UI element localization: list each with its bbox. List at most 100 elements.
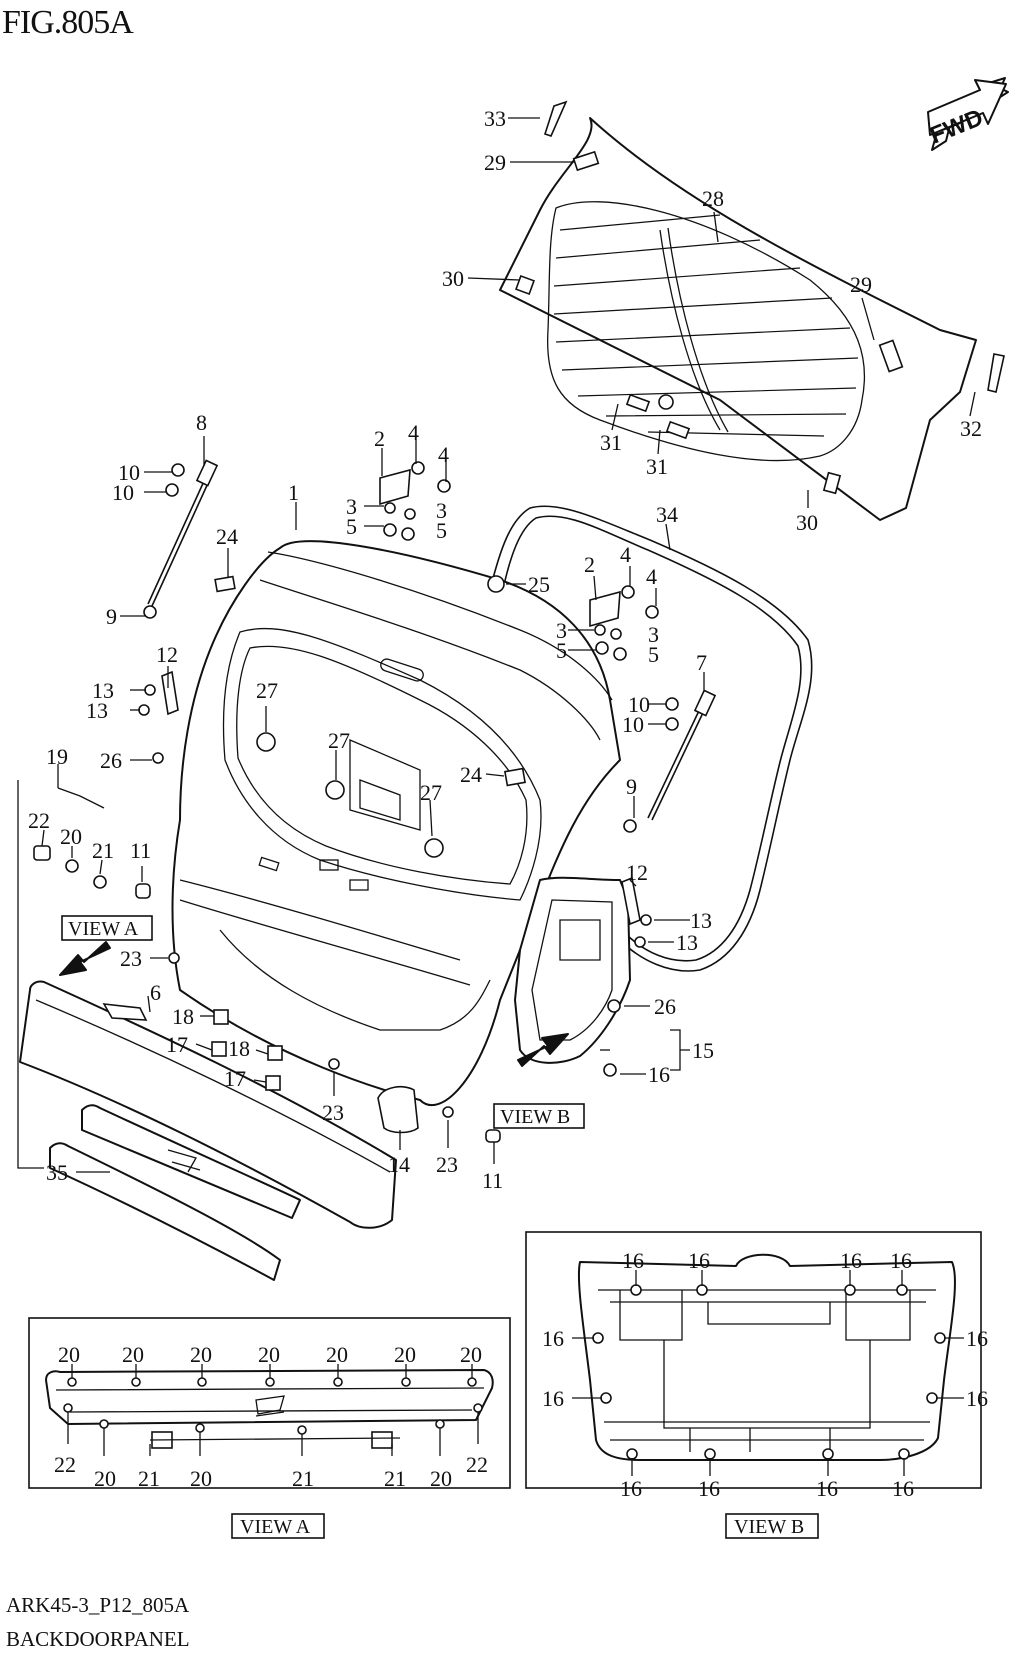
- view-b-arrow-icon: [517, 1033, 569, 1067]
- va-bot-20b: 20: [190, 1466, 212, 1491]
- callout-33: 33: [484, 106, 506, 131]
- callout-18a: 18: [172, 1004, 194, 1029]
- vb-bot-16c: 16: [816, 1476, 838, 1501]
- callout-14: 14: [388, 1152, 410, 1177]
- view-b-tag-box: [493, 1103, 585, 1129]
- vb-bot-16b: 16: [698, 1476, 720, 1501]
- view-a-inset: [28, 1317, 511, 1489]
- view-b-inset: [525, 1231, 982, 1489]
- vb-top-16b: 16: [688, 1248, 710, 1273]
- callout-13c: 13: [690, 908, 712, 933]
- view-a-tag-box: [61, 915, 153, 941]
- callout-29-right: 29: [850, 272, 872, 297]
- rear-glass-part: [499, 117, 977, 521]
- callout-17a: 17: [166, 1032, 188, 1057]
- va-top-20f: 20: [394, 1342, 416, 1367]
- callout-11a: 11: [130, 838, 151, 863]
- callout-10b: 10: [112, 480, 134, 505]
- view-a-tag: VIEW A: [68, 918, 139, 940]
- callout-9a: 9: [106, 604, 117, 629]
- callout-3b: 3: [436, 498, 447, 523]
- figure-name: BACKDOORPANEL: [6, 1627, 190, 1651]
- view-b-trim: [577, 1253, 956, 1461]
- fwd-arrow-icon: FWD: [926, 77, 1009, 151]
- handle-14: [377, 1085, 419, 1134]
- vb-bot-16a: 16: [620, 1476, 642, 1501]
- va-bot-22b: 22: [466, 1452, 488, 1477]
- va-top-20c: 20: [190, 1342, 212, 1367]
- callout-16: 16: [648, 1062, 670, 1087]
- figure-code: ARK45-3_P12_805A: [6, 1593, 190, 1617]
- strip-33: [543, 100, 568, 137]
- callout-19: 19: [46, 744, 68, 769]
- callout-27b: 27: [328, 728, 350, 753]
- callout-13a: 13: [92, 678, 114, 703]
- callout-35: 35: [46, 1160, 68, 1185]
- callout-24a: 24: [216, 524, 238, 549]
- callout-3d: 3: [648, 622, 659, 647]
- callout-13b: 13: [86, 698, 108, 723]
- hinge-2b: [589, 590, 621, 628]
- callout-21: 21: [92, 838, 114, 863]
- hinge-2a: [379, 468, 411, 506]
- inner-trim-part: [514, 876, 631, 1064]
- back-door-panel-part: [171, 540, 621, 1107]
- callout-2a: 2: [374, 426, 385, 451]
- vb-top-16a: 16: [622, 1248, 644, 1273]
- callout-6: 6: [150, 980, 161, 1005]
- bracket-12a: [161, 670, 179, 716]
- vb-top-16c: 16: [840, 1248, 862, 1273]
- callout-4b: 4: [438, 442, 449, 467]
- callout-5a: 5: [346, 514, 357, 539]
- va-bot-22a: 22: [54, 1452, 76, 1477]
- va-bot-21a: 21: [138, 1466, 160, 1491]
- view-a-leaders: [67, 1364, 479, 1456]
- callout-3c: 3: [556, 618, 567, 643]
- vb-side-16c: 16: [542, 1386, 564, 1411]
- vb-side-16b: 16: [966, 1326, 988, 1351]
- callout-29-upper: 29: [484, 150, 506, 175]
- figure-title: FIG.805A: [2, 4, 134, 41]
- callout-11b: 11: [482, 1168, 503, 1193]
- clip-24-upper: [214, 575, 236, 593]
- callout-20: 20: [60, 824, 82, 849]
- view-b-clips: [592, 1284, 946, 1460]
- va-top-20d: 20: [258, 1342, 280, 1367]
- callout-12a: 12: [156, 642, 178, 667]
- callout-5c: 5: [556, 638, 567, 663]
- callout-18b: 18: [228, 1036, 250, 1061]
- callout-24b: 24: [460, 762, 482, 787]
- view-a-arrow-icon: [59, 941, 111, 976]
- view-b-caption-box: [725, 1513, 819, 1539]
- ball-9b: [623, 819, 637, 833]
- callout-10c: 10: [628, 692, 650, 717]
- callout-31b: 31: [646, 454, 668, 479]
- callout-4c: 4: [620, 542, 631, 567]
- callout-5d: 5: [648, 642, 659, 667]
- va-bot-20c: 20: [430, 1466, 452, 1491]
- fasteners: [33, 461, 679, 1143]
- view-a-callouts: 20 20 20 20 20 20 20 22 20 21 20 21 21 2…: [54, 1342, 488, 1491]
- clip-29-upper: [572, 150, 600, 172]
- callout-27a: 27: [256, 678, 278, 703]
- callout-8: 8: [196, 410, 207, 435]
- leader-lines: [17, 117, 976, 1173]
- callout-27c: 27: [420, 780, 442, 805]
- vb-top-16d: 16: [890, 1248, 912, 1273]
- view-b-tag: VIEW B: [500, 1106, 570, 1128]
- clip-24-lower: [503, 767, 527, 787]
- va-top-20e: 20: [326, 1342, 348, 1367]
- callout-1: 1: [288, 480, 299, 505]
- callout-23b: 23: [322, 1100, 344, 1125]
- strip-32: [987, 353, 1005, 393]
- strut-7-end: [693, 689, 717, 717]
- callout-31a: 31: [600, 430, 622, 455]
- callout-23a: 23: [120, 946, 142, 971]
- va-top-20g: 20: [460, 1342, 482, 1367]
- va-bot-21c: 21: [384, 1466, 406, 1491]
- strut-8: [147, 467, 215, 607]
- callout-4d: 4: [646, 564, 657, 589]
- callout-26b: 26: [654, 994, 676, 1019]
- view-a-caption-box: [231, 1513, 325, 1539]
- main-callouts: 33 29 28 29 30 32 31 31 30 8 2 4 4 1 10 …: [28, 106, 982, 1193]
